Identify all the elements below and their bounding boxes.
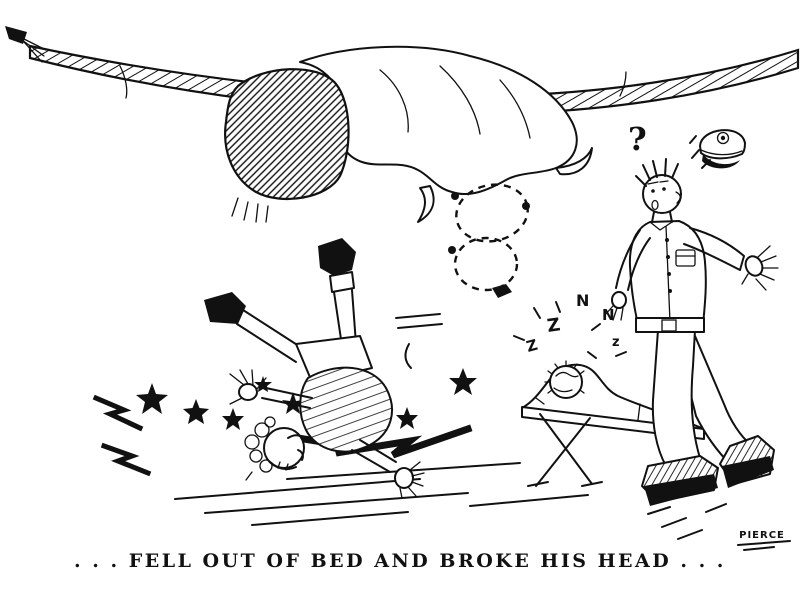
star-icon: [396, 407, 418, 429]
sleep-z-mark: Z: [546, 314, 562, 337]
soldier-buckle: [661, 319, 677, 332]
soldier-buttons: [665, 238, 672, 293]
cap-badge: [716, 131, 730, 145]
tumble-foot: [448, 246, 456, 254]
hammock-contour: [119, 65, 627, 99]
sleep-dashes: [513, 301, 627, 359]
soldier-eye: [662, 187, 666, 191]
tumble-motion-lines: [395, 313, 443, 369]
star-icon: [222, 408, 244, 430]
falling-arm-right: [351, 439, 397, 473]
soldier-hand-lowered: [611, 291, 627, 309]
star-icon: [282, 392, 304, 414]
blanket-folds: [379, 65, 531, 139]
falling-soldier: [204, 238, 425, 499]
cap-crown: [699, 129, 746, 160]
bolt-left-lower: [100, 442, 152, 477]
falling-boot-left: [204, 292, 246, 324]
falling-fingers-left: [229, 369, 267, 405]
signature-underline: [737, 540, 791, 551]
falling-boot-up: [318, 238, 356, 276]
falling-fingers-right: [399, 461, 425, 499]
soldier-chest-pocket: [675, 249, 696, 267]
falling-leg-up: [333, 289, 357, 347]
soldier-neck: [651, 211, 673, 223]
sleep-n-mark: N: [576, 291, 589, 310]
signature-text: PIERCE: [739, 530, 785, 541]
soldier-belt: [635, 317, 705, 333]
artist-signature: PIERCE: [737, 530, 791, 551]
blanket-tassels: [231, 197, 269, 223]
cap-visor: [702, 154, 740, 169]
tumble-boot: [492, 284, 512, 298]
star-icon: [449, 368, 477, 395]
soldier-brow: [647, 180, 669, 185]
tumbling-figure: [395, 183, 530, 369]
speed-lines: [174, 462, 589, 526]
soldier-hand-open: [744, 255, 764, 277]
falling-face: [269, 434, 304, 471]
cot-bedding: [521, 363, 705, 430]
standing-soldier: [603, 158, 779, 540]
soldier-head: [642, 174, 682, 214]
soldier-mouth: [651, 199, 659, 211]
sleeper-hair-fuzz: [544, 360, 585, 394]
falling-torso-hatch: [300, 367, 392, 452]
falling-hair-curls: [244, 416, 276, 473]
sleep-z-mark: Z: [524, 336, 539, 356]
blanket: [224, 45, 593, 223]
sleeper-head: [549, 365, 583, 399]
soldier-arm-extended: [683, 227, 745, 271]
cot-leg-cross: [535, 413, 593, 487]
tumble-hand: [451, 192, 459, 200]
falling-sock: [329, 271, 355, 293]
hammock-hook: [5, 26, 27, 44]
soldier-motion-dashes: [647, 503, 727, 540]
cap-badge-center: [720, 135, 726, 141]
soldier-ear: [675, 191, 681, 204]
soldier-fingers: [741, 245, 779, 291]
caption: . . . FELL OUT OF BED AND BROKE HIS HEAD…: [74, 550, 726, 572]
star-icon: [136, 383, 168, 414]
impact-stars: [136, 368, 477, 430]
star-icon: [183, 399, 209, 424]
soldier-sole-front: [644, 474, 718, 506]
soldier-hair-spikes: [635, 158, 679, 187]
blanket-tip-bottom: [417, 185, 435, 223]
sleep-n-mark: N: [602, 306, 615, 324]
star-icon: [254, 376, 272, 392]
cot-feet: [527, 481, 603, 487]
bolt-left-upper: [92, 394, 144, 432]
cap-motion-dashes: [689, 135, 711, 169]
falling-leg-left: [236, 309, 303, 363]
soldier-face: [647, 180, 681, 211]
tumble-loop-bottom: [453, 236, 519, 292]
blanket-tip-right: [555, 147, 593, 176]
soldier-arm-lowered: [615, 229, 651, 291]
sleep-z-mark: z: [612, 335, 620, 350]
soldier-sole-rear: [722, 456, 774, 488]
flying-cap: [689, 129, 746, 169]
cap-band: [700, 149, 743, 156]
sleeper-scribble: [553, 371, 579, 393]
soldier-eye: [651, 189, 655, 193]
falling-face-marks: [245, 461, 289, 481]
question-mark: ?: [628, 120, 647, 158]
soldier-fingers-lowered: [603, 305, 624, 321]
falling-arm-left: [261, 387, 313, 409]
blanket-bundle-hatch: [225, 69, 349, 199]
sleep-marks: Z Z N N z: [513, 291, 627, 359]
tumble-hand2: [522, 202, 530, 210]
falling-hand-right: [394, 467, 414, 489]
